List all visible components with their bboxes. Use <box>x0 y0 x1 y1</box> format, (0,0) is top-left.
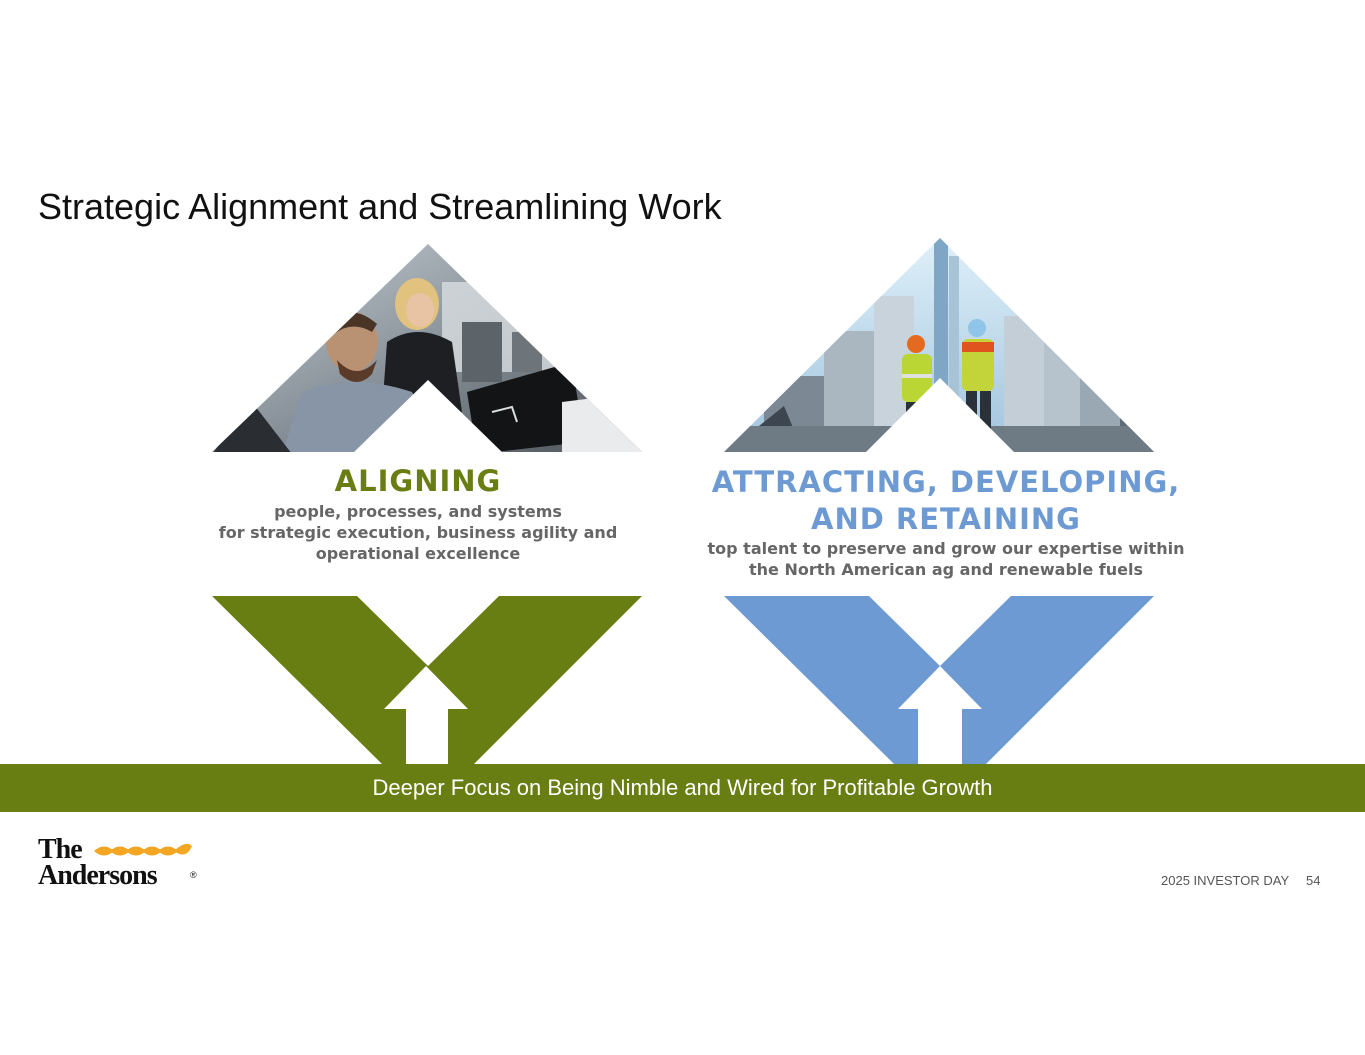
company-logo: The Andersons ® <box>38 834 208 891</box>
pillar-2-body-line: top talent to preserve and grow our expe… <box>707 539 1185 558</box>
pillar-1-body-line: operational excellence <box>315 544 521 563</box>
logo-line-2: Andersons <box>38 860 158 891</box>
pillar-1-v-arrow <box>212 596 642 764</box>
pillar-1-arrowhead <box>352 380 504 454</box>
pillar-1-body-line: people, processes, and systems <box>274 502 562 521</box>
pillar-1-body: people, processes, and systems for strat… <box>212 501 624 564</box>
pillar-2-heading-line: AND RETAINING <box>811 502 1081 536</box>
slide-title: Strategic Alignment and Streamlining Wor… <box>38 186 722 227</box>
pillar-2-photo <box>724 238 1154 454</box>
registered-mark: ® <box>190 870 197 880</box>
pillar-2-heading-line: ATTRACTING, DEVELOPING, <box>711 465 1181 499</box>
pillar-2-v-arrow <box>724 596 1154 764</box>
pillar-1-body-line: for strategic execution, business agilit… <box>218 523 618 542</box>
logo-line-1: The <box>38 834 83 865</box>
focus-banner-text: Deeper Focus on Being Nimble and Wired f… <box>372 775 993 800</box>
up-arrow-icon <box>898 666 982 764</box>
pillar-1-photo <box>212 244 642 454</box>
pillar-2-arrowhead <box>864 378 1016 454</box>
pillar-1-heading: ALIGNING <box>334 464 502 498</box>
up-arrow-icon <box>384 666 468 764</box>
wheat-stalk-icon <box>94 843 192 856</box>
footer-event: 2025 INVESTOR DAY <box>1161 873 1290 888</box>
pillar-2-body-line: the North American ag and renewable fuel… <box>748 560 1144 579</box>
pillar-2-heading: ATTRACTING, DEVELOPING, AND RETAINING <box>704 464 1188 538</box>
page-number: 54 <box>1306 873 1321 888</box>
focus-banner: Deeper Focus on Being Nimble and Wired f… <box>0 764 1365 812</box>
pillar-2-body: top talent to preserve and grow our expe… <box>704 538 1188 580</box>
